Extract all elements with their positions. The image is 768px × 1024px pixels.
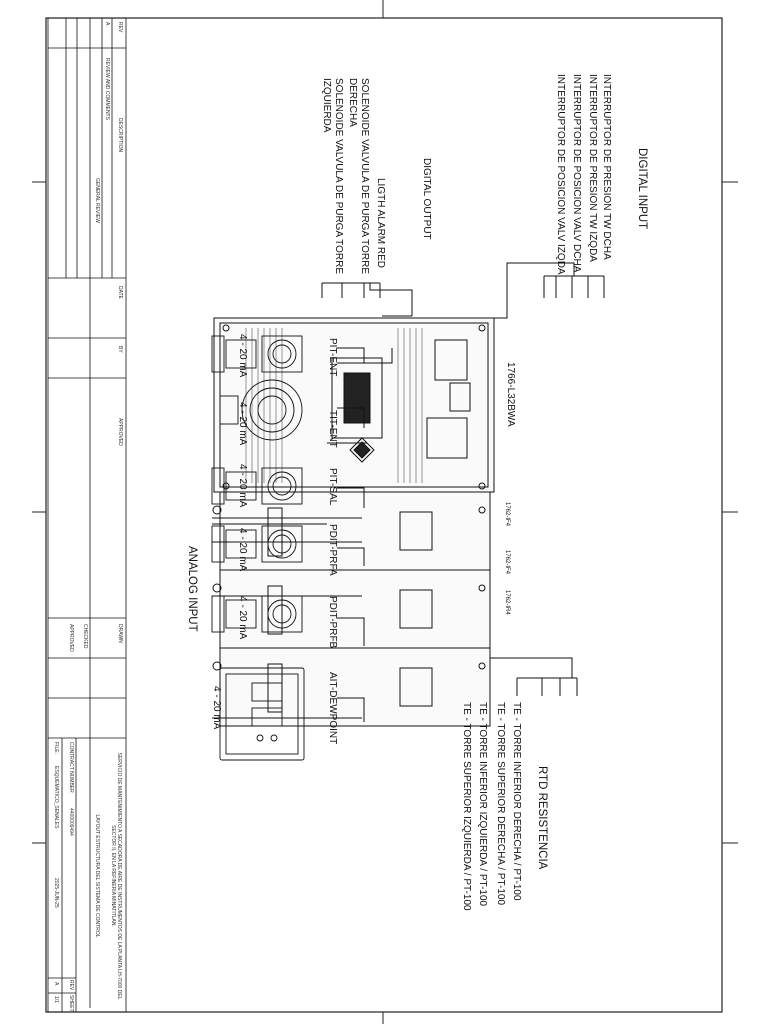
rev-header: DESCRIPTION: [117, 118, 123, 153]
rev-row-cell: REVIEW AND COMMENTS: [104, 58, 110, 120]
file-label: FILE:: [53, 742, 59, 754]
digital-input-title: DIGITAL INPUT: [636, 148, 648, 230]
instrument-signal: 4 - 20 mA: [237, 402, 248, 446]
date-value: 2025-JUN-25: [53, 878, 59, 908]
rev-value: A: [53, 982, 59, 986]
module-label: 1762-IF4: [504, 550, 510, 575]
instrument-tag: AIT-DEWPOINT: [327, 672, 338, 745]
digital-output-item: DERECHA: [347, 78, 358, 127]
digital-output-item: LIGTH ALARM RED: [375, 178, 386, 269]
file-name: ESQUEMATICO_SENALES: [53, 766, 59, 829]
differential-pressure-transmitter-icon: [211, 525, 303, 563]
io-module: [219, 569, 491, 649]
title-block: [47, 18, 127, 1013]
instrument-signal: 4 - 20 mA: [211, 686, 222, 730]
instrument-tag: TIT-ENT: [327, 410, 338, 448]
rev-header: BY: [117, 346, 123, 353]
rev-header: APPROVED: [117, 418, 123, 446]
digital-input-item: INTERRUPTOR DE PRESION TW DCHA: [601, 74, 612, 260]
digital-input-item: INTERRUPTOR DE POSICION VALV IZQDA: [555, 74, 566, 275]
drawing-title: LAYOUT ESTRUCTURA DEL SISTEMA DE CONTROL: [94, 814, 100, 938]
instrument-signal: 4 - 20 mA: [237, 334, 248, 378]
wiring-layer: [47, 18, 605, 1013]
approved-label: APPROVED: [68, 624, 74, 652]
rev-header: DATE: [117, 286, 123, 299]
io-module: [219, 647, 491, 727]
analog-input-title: ANALOG INPUT: [186, 546, 198, 632]
pressure-transmitter-icon: [211, 335, 303, 373]
sheet-label: SHEET: [68, 995, 74, 1012]
rtd-item: TE - TORRE SUPERIOR IZQUIERDA / PT-100: [461, 702, 472, 911]
io-module: [219, 491, 491, 571]
pressure-transmitter-icon: [211, 467, 303, 505]
digital-input-item: INTERRUPTOR DE PRESION TW IZQDA: [587, 74, 598, 262]
project-title: SERVICIO DE MANTENIMIENTO A SECADORA DE …: [110, 752, 122, 1000]
contract-number: 4400009494: [68, 808, 74, 836]
instrument-tag: PDIT-PRFA: [327, 524, 338, 576]
instrument-signal: 4 - 20 mA: [237, 528, 248, 572]
rtd-title: RTD RESISTENCIA: [536, 766, 548, 870]
instrument-tag: PDIT-PRFB: [327, 596, 338, 649]
plc-model-label: 1766-L32BWA: [505, 362, 516, 427]
general-review-label: GENERAL REVIEW: [94, 178, 100, 223]
checked-label: CHECKED: [82, 624, 88, 649]
contract-label: CONTRACT NUMBER: [68, 742, 74, 793]
digital-output-item: SOLENOIDE VALVULA DE PURGA TORRE: [333, 78, 344, 274]
rev-header: REV: [117, 22, 123, 33]
drawn-label: DRAWN: [117, 624, 123, 643]
rtd-item: TE - TORRE INFERIOR IZQUIERDA / PT-100: [477, 702, 488, 907]
module-label: 1762-IR4: [504, 590, 510, 615]
rtd-item: TE - TORRE SUPERIOR DERECHA / PT-100: [495, 702, 506, 906]
digital-output-title: DIGITAL OUTPUT: [421, 158, 432, 240]
rev-label: REV: [68, 980, 74, 991]
instrument-signal: 4 - 20 mA: [237, 464, 248, 508]
differential-pressure-transmitter-icon: [211, 595, 303, 633]
instrument-tag: PIT-ENT: [327, 338, 338, 377]
rev-row-cell: A: [104, 22, 110, 26]
diagram-canvas: DIGITAL INPUT INTERRUPTOR DE PRESION TW …: [42, 18, 722, 1018]
digital-output-item: IZQUIERDA: [321, 78, 332, 133]
sheet-value: 1/1: [53, 996, 59, 1003]
module-label: 1762-IF4: [504, 502, 510, 527]
temperature-transmitter-icon: [219, 379, 303, 441]
rtd-item: TE - TORRE INFERIOR DERECHA / PT-100: [511, 702, 522, 901]
dewpoint-analyzer-icon: [219, 667, 305, 761]
instrument-signal: 4 - 20 mA: [237, 596, 248, 640]
digital-output-item: SOLENOIDE VALVULA DE PURGA TORRE: [359, 78, 370, 274]
digital-input-item: INTERRUPTOR DE POSICION VALV DCHA: [571, 74, 582, 273]
instrument-tag: PIT-SAL: [327, 468, 338, 506]
